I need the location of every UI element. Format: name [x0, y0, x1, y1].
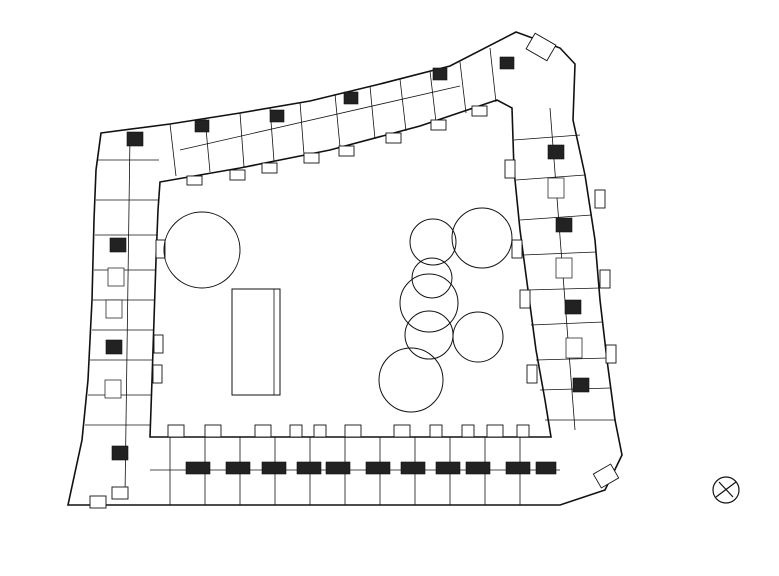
pavilion — [231, 288, 281, 396]
tree — [163, 211, 241, 289]
tree — [378, 347, 444, 413]
tree — [404, 310, 454, 360]
tree — [399, 273, 459, 333]
south-wing-units — [111, 424, 560, 505]
west-wing-units — [85, 131, 166, 509]
building-outline — [67, 31, 623, 506]
courtyard-wall — [149, 99, 552, 438]
tree — [411, 257, 453, 299]
east-wing-units — [504, 107, 620, 489]
outer-wall — [67, 31, 623, 506]
tree — [409, 218, 457, 266]
north-wing-units — [169, 32, 557, 186]
courtyard — [163, 207, 513, 413]
tree — [452, 311, 504, 363]
tree — [451, 207, 513, 269]
north-arrow-icon — [712, 476, 740, 504]
